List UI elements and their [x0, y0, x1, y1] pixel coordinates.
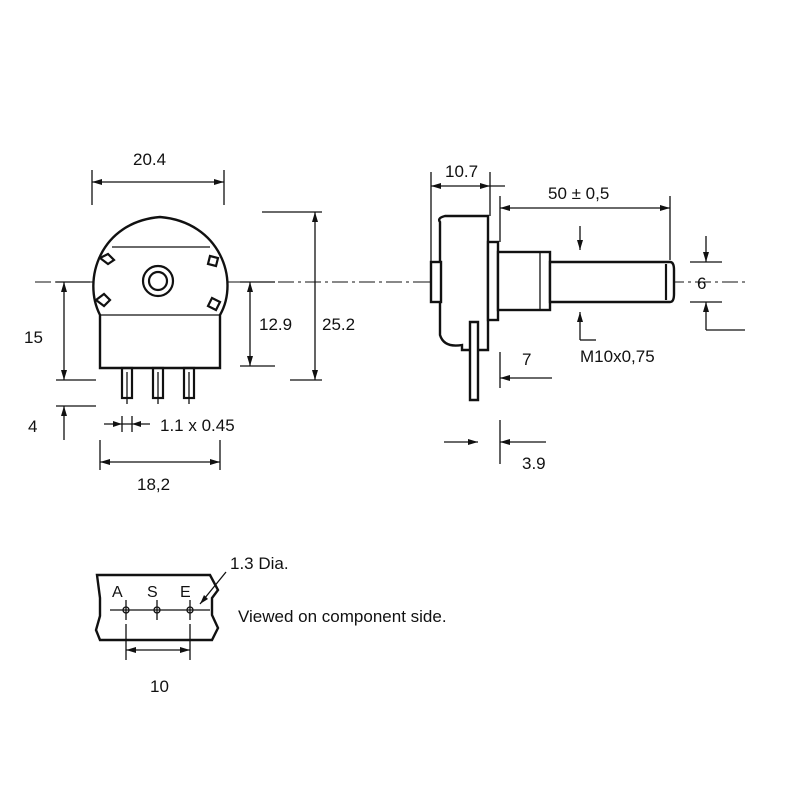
front-tab-tr [206, 254, 220, 268]
dim-pin-size: 1.1 x 0.45 [160, 416, 235, 435]
dim-4-arrow [61, 406, 67, 416]
pcb-view: A S E 1.3 Dia. Viewed on component side.… [94, 554, 447, 696]
dim-10-arrow-l [126, 647, 136, 653]
pin-label-e: E [180, 584, 191, 601]
dim-thread: M10x0,75 [580, 347, 655, 366]
dim-body-depth: 10.7 [445, 162, 478, 181]
dim-3-9-arrow-r [500, 439, 510, 445]
dim-50-arrow-l [500, 205, 510, 211]
shaft-hole-inner [147, 270, 169, 292]
dim-10-arrow-r [180, 647, 190, 653]
front-tab-tl [97, 252, 116, 266]
dim-pin-arrow-r [132, 421, 141, 427]
dim-height-center: 15 [24, 328, 43, 347]
side-bracket [468, 320, 480, 402]
side-shaft [548, 260, 676, 304]
dim-15-arrow-t [61, 282, 67, 292]
front-body [92, 215, 229, 370]
dim-10-7-arrow-l [431, 183, 441, 189]
dim-18-2-arrow-r [210, 459, 220, 465]
dim-pin-pitch: 10 [150, 677, 169, 696]
front-tab-bl [94, 292, 112, 308]
shaft-hole-outer [141, 264, 175, 298]
dim-bushing-length: 7 [522, 350, 531, 369]
dim-width-top: 20.4 [133, 150, 166, 169]
dim-25-2-arrow-b [312, 370, 318, 380]
side-body [437, 214, 490, 352]
dim-12-9-arrow-t [247, 282, 253, 292]
front-view: 20.4 15 4 1.1 x 0.45 18,2 12.9 [24, 150, 425, 494]
dim-18-2-arrow-l [100, 459, 110, 465]
dim-6-arrow-bot [703, 302, 709, 312]
view-note: Viewed on component side. [238, 607, 447, 626]
dim-12-9-arrow-b [247, 356, 253, 366]
dim-20-4-arrow-l [92, 179, 102, 185]
dim-pin-length: 4 [28, 417, 37, 436]
pin-label-s: S [147, 584, 158, 601]
side-bushing [496, 250, 552, 312]
dim-20-4-arrow-r [214, 179, 224, 185]
dim-center-height: 12.9 [259, 315, 292, 334]
dim-25-2-arrow-t [312, 212, 318, 222]
side-front-plate [429, 260, 443, 304]
dim-7-arrow [500, 375, 510, 381]
dia-arrow [200, 595, 208, 604]
dim-15-arrow-b [61, 370, 67, 380]
dim-pin-arrow-l [113, 421, 122, 427]
thread-arrow-bot [577, 312, 583, 322]
dim-shaft-length: 50 ± 0,5 [548, 184, 609, 203]
pin-label-a: A [112, 584, 123, 601]
side-view: 10.7 50 ± 0,5 M10x0,75 6 7 [425, 162, 745, 473]
dim-pin-span: 18,2 [137, 475, 170, 494]
dim-total-height: 25.2 [322, 315, 355, 334]
dim-bracket-thickness: 3.9 [522, 454, 546, 473]
thread-arrow-top [577, 240, 583, 250]
side-washer [486, 240, 500, 322]
dim-3-9-arrow-l [468, 439, 478, 445]
dim-6-arrow-top [703, 252, 709, 262]
front-tab-br [206, 296, 222, 312]
dim-shaft-diameter: 6 [697, 274, 706, 293]
dim-50-arrow-r [660, 205, 670, 211]
dim-10-7-arrow-r [480, 183, 490, 189]
hole-diameter-label: 1.3 Dia. [230, 554, 289, 573]
